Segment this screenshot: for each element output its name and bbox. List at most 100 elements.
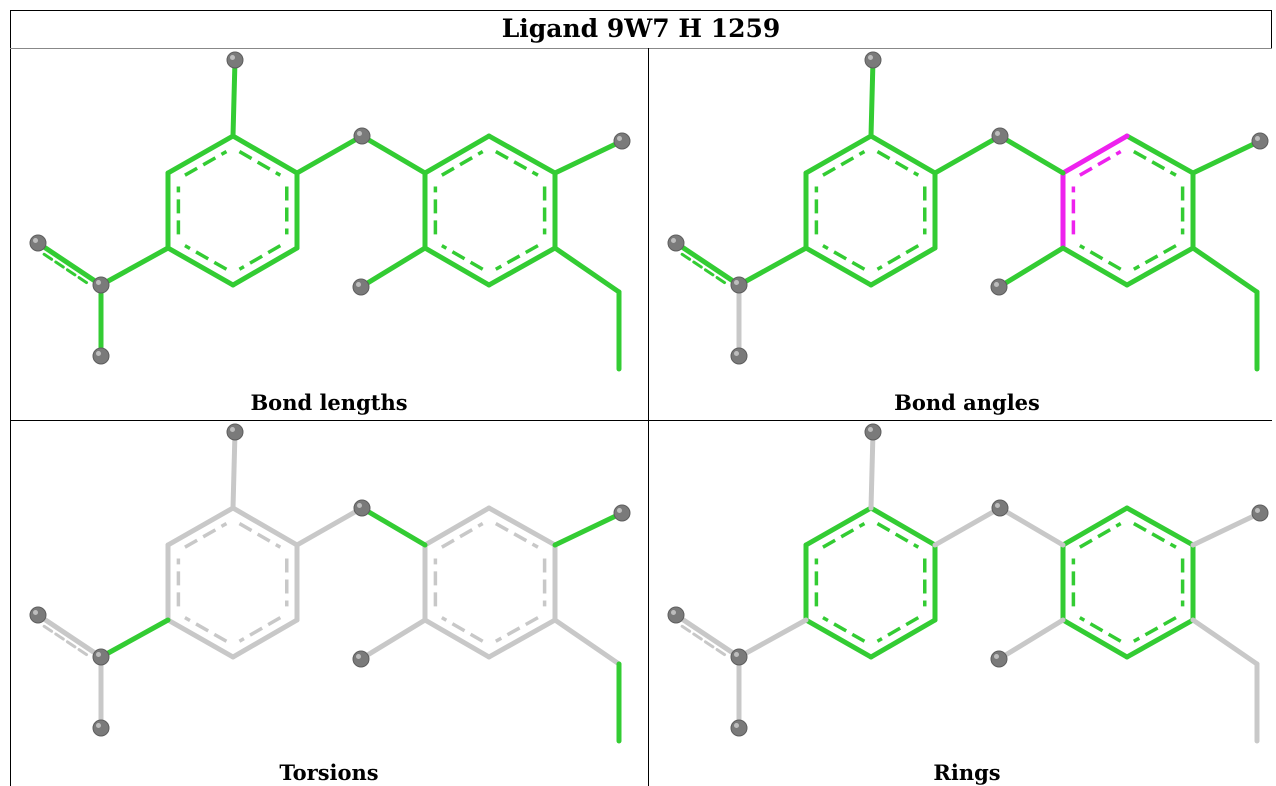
bond-8-aromatic-dash xyxy=(1132,244,1177,271)
atom-tM xyxy=(226,51,244,69)
left-rule xyxy=(10,10,11,786)
bond-2-aromatic-dash xyxy=(876,244,920,271)
atom-highlight-mD xyxy=(734,723,739,728)
bond-2-aromatic-dash xyxy=(238,616,282,643)
bond-9 xyxy=(1060,617,1130,660)
atom-mL xyxy=(667,234,685,252)
bond-15 xyxy=(552,510,625,548)
bond-0 xyxy=(230,505,300,548)
bond-2 xyxy=(868,617,938,660)
bond-5-aromatic-dash xyxy=(822,150,866,177)
bond-3 xyxy=(803,617,874,660)
bond-0-aromatic-dash xyxy=(238,150,282,177)
bond-2 xyxy=(230,617,300,660)
bond-3-aromatic-dash xyxy=(184,616,228,643)
atom-highlight-cT xyxy=(734,280,739,285)
atom-mB xyxy=(990,278,1008,296)
atom-highlight-mB xyxy=(994,282,999,287)
bond-8-aromatic-dash xyxy=(494,244,539,271)
bond-16 xyxy=(552,617,622,667)
atom-tM xyxy=(864,423,882,441)
bond-22-dashed xyxy=(42,624,90,658)
panel-bond-lengths xyxy=(11,49,647,420)
bond-3 xyxy=(803,245,874,288)
bond-9-aromatic-dash xyxy=(1078,244,1122,271)
atom-highlight-mL xyxy=(33,610,38,615)
bond-5 xyxy=(165,133,236,176)
bond-18 xyxy=(358,617,428,662)
bond-19 xyxy=(98,245,171,288)
top-rule xyxy=(10,10,1272,11)
bond-6-aromatic-dash xyxy=(1132,522,1177,549)
bond-5-aromatic-dash xyxy=(184,150,228,177)
bond-15 xyxy=(1190,138,1263,176)
atom-highlight-tM xyxy=(868,427,873,432)
middle-rule xyxy=(10,420,1272,421)
bond-8-aromatic-dash xyxy=(1132,616,1177,643)
bond-6-aromatic-dash xyxy=(1132,150,1177,177)
atom-highlight-cT xyxy=(96,280,101,285)
bond-5 xyxy=(803,505,874,548)
atom-highlight-tM xyxy=(868,55,873,60)
atom-highlight-mD xyxy=(96,723,101,728)
bond-14 xyxy=(997,133,1066,176)
atom-mD xyxy=(730,719,748,737)
bond-13 xyxy=(294,505,365,548)
bond-11 xyxy=(1060,505,1130,548)
atom-highlight-mR xyxy=(1255,136,1260,141)
bond-11 xyxy=(422,505,492,548)
atom-tM xyxy=(864,51,882,69)
panel-rings xyxy=(649,421,1271,761)
atom-cT xyxy=(730,648,748,666)
atom-highlight-mL xyxy=(33,238,38,243)
bond-9 xyxy=(422,245,492,288)
bond-9-aromatic-dash xyxy=(1078,616,1122,643)
atom-oB xyxy=(991,499,1009,517)
bond-18 xyxy=(996,245,1066,290)
bond-14 xyxy=(359,133,428,176)
bond-20 xyxy=(673,612,742,660)
caption-bond-lengths: Bond lengths xyxy=(250,390,408,415)
bond-6 xyxy=(486,133,558,176)
atom-oB xyxy=(353,499,371,517)
atom-highlight-mD xyxy=(734,351,739,356)
bond-18 xyxy=(358,245,428,290)
bond-5-aromatic-dash xyxy=(184,522,228,549)
bond-11-aromatic-dash xyxy=(1078,150,1122,177)
bond-16 xyxy=(1190,245,1260,295)
bond-2-aromatic-dash xyxy=(876,616,920,643)
right-rule-upper xyxy=(1271,10,1272,48)
bond-3-aromatic-dash xyxy=(184,244,228,271)
bond-13 xyxy=(932,505,1003,548)
molecule-bond-angles xyxy=(667,51,1269,372)
atom-mB xyxy=(990,650,1008,668)
bond-16 xyxy=(1190,617,1260,667)
bond-19 xyxy=(736,245,809,288)
bond-0-aromatic-dash xyxy=(876,150,920,177)
bond-13 xyxy=(294,133,365,176)
bond-5-aromatic-dash xyxy=(822,522,866,549)
bond-12 xyxy=(868,429,876,511)
atom-mD xyxy=(730,347,748,365)
figure-title: Ligand 9W7 H 1259 xyxy=(501,14,781,43)
atom-highlight-mR xyxy=(1255,508,1260,513)
atom-highlight-mR xyxy=(617,136,622,141)
atom-cT xyxy=(92,276,110,294)
caption-torsions: Torsions xyxy=(279,760,379,785)
atom-mB xyxy=(352,650,370,668)
atom-highlight-mB xyxy=(356,654,361,659)
bond-3-aromatic-dash xyxy=(822,616,866,643)
bond-22-dashed xyxy=(680,624,728,658)
bond-15 xyxy=(1190,510,1263,548)
bond-12 xyxy=(868,57,876,139)
bond-13 xyxy=(932,133,1003,176)
bond-8 xyxy=(1124,617,1196,660)
atom-highlight-oB xyxy=(357,131,362,136)
bond-19 xyxy=(98,617,171,660)
caption-rings: Rings xyxy=(933,760,1001,785)
bond-6 xyxy=(1124,505,1196,548)
bond-9-aromatic-dash xyxy=(440,244,484,271)
bond-20 xyxy=(35,240,104,288)
bond-6-aromatic-dash xyxy=(494,522,539,549)
bond-0 xyxy=(230,133,300,176)
